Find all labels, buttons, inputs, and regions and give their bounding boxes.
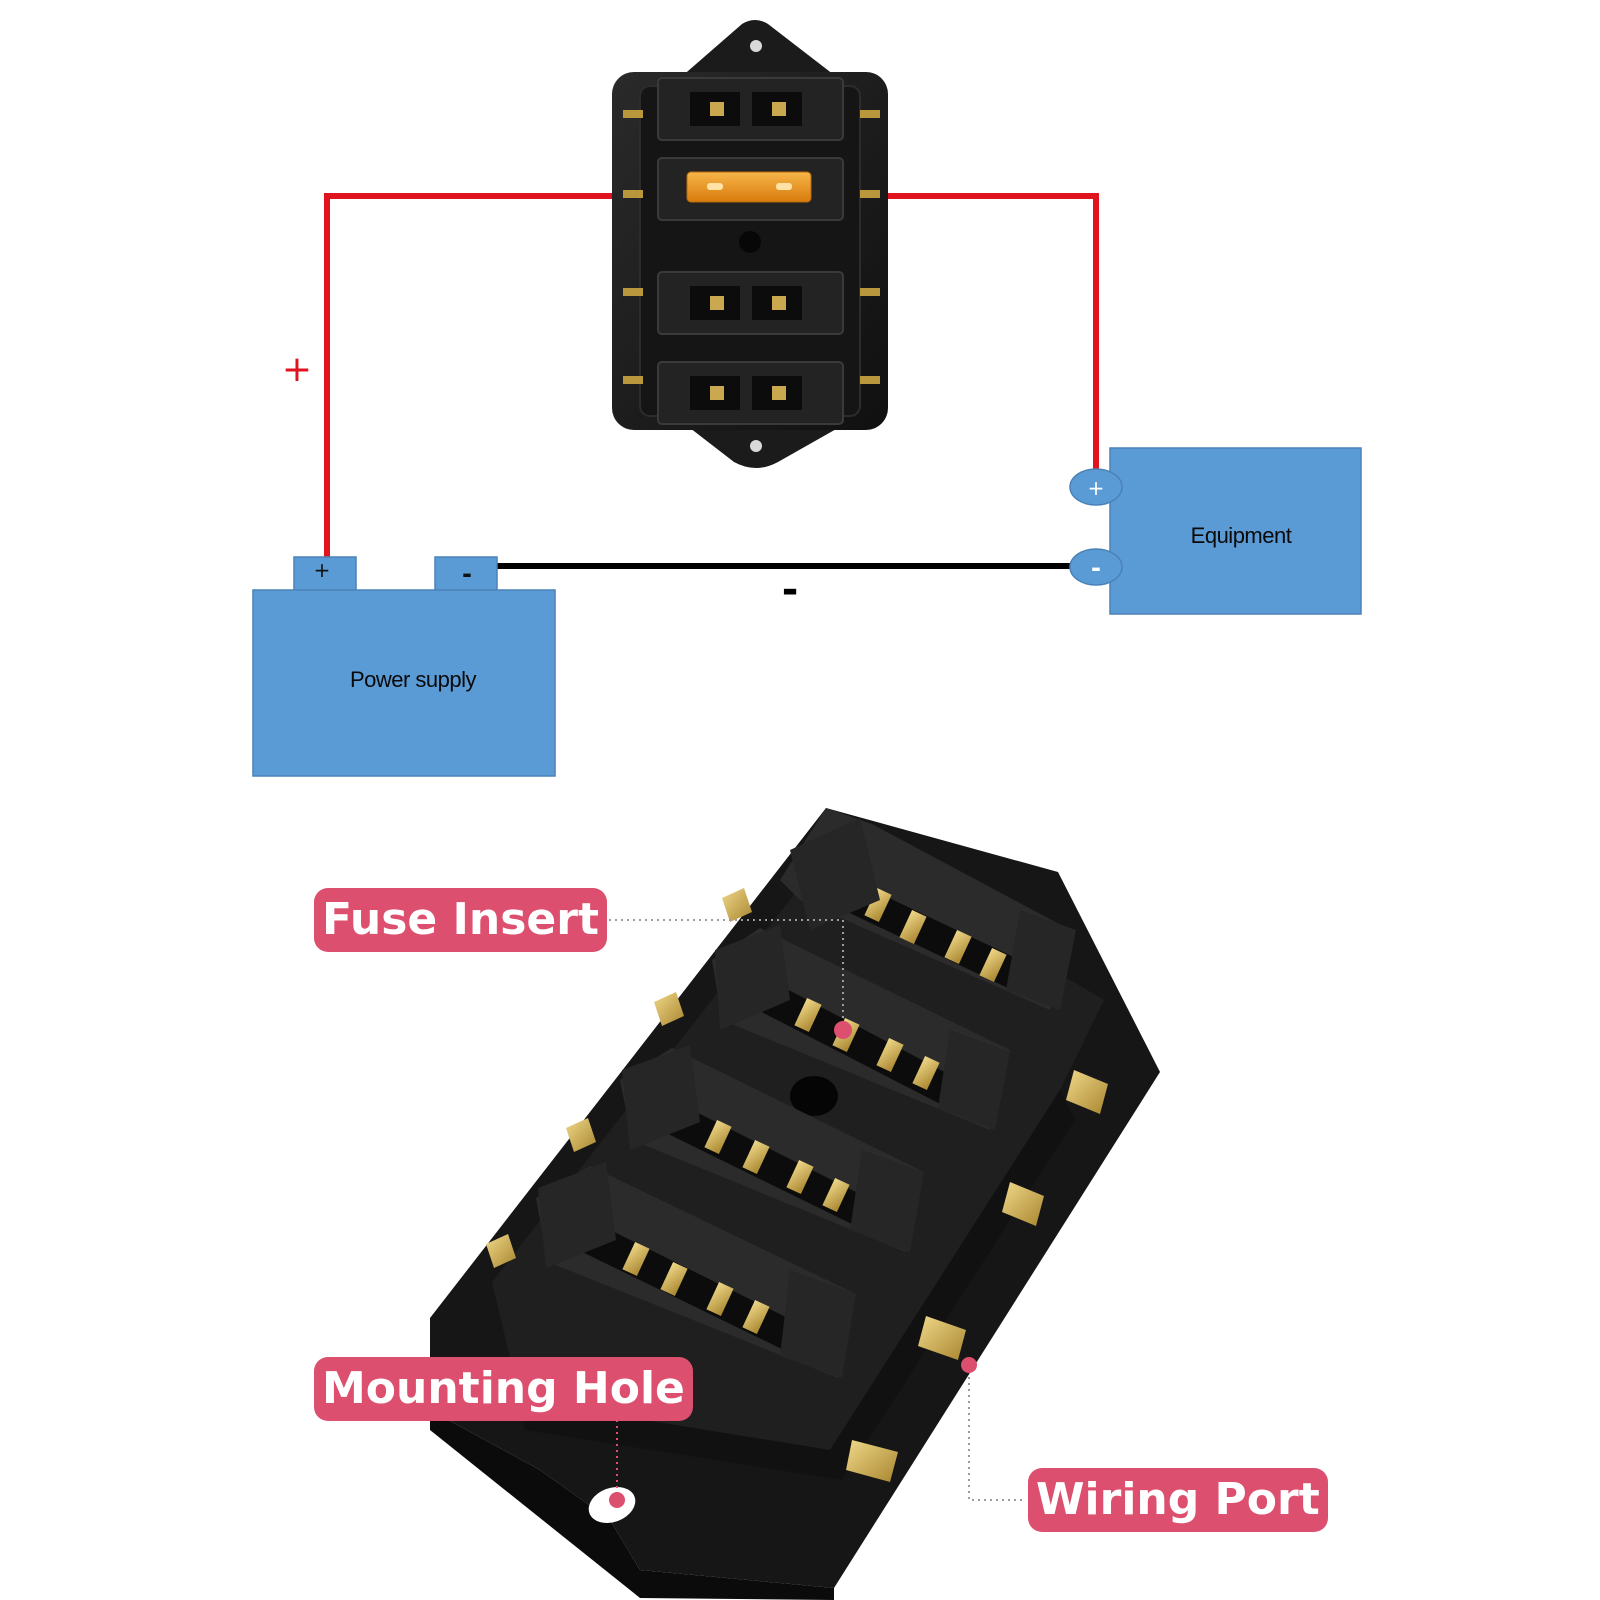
fuse-slot-2 (712, 925, 1010, 1130)
fuse-slot-1 (780, 808, 1076, 1010)
fuse-slot-4 (536, 1162, 856, 1378)
fuse-insert-leader (585, 919, 844, 1030)
wiring-terminals-right (846, 1070, 1108, 1482)
battery-plus-sign: + (314, 558, 331, 582)
power-supply-box (252, 589, 556, 777)
fuse-insert-marker (834, 1021, 852, 1039)
equipment-minus-terminal (1069, 548, 1123, 586)
callout-leaders (585, 919, 1024, 1501)
negative-wire-sign: - (782, 567, 799, 613)
equipment-minus-sign: - (1091, 554, 1101, 582)
wiring-port-callout: Wiring Port (1028, 1468, 1328, 1532)
fuse (686, 171, 812, 203)
mounting-hole-marker (609, 1492, 625, 1508)
mounting-hole-callout: Mounting Hole (314, 1357, 693, 1421)
positive-wire-right (852, 193, 1099, 470)
power-supply-label: Power supply (350, 667, 477, 692)
battery-minus-terminal (434, 556, 498, 592)
mounting-hole-bottom (750, 440, 762, 452)
equipment-label: Equipment (1191, 523, 1292, 548)
power-supply: + - Power supply (252, 556, 556, 777)
wiring-terminals-left (486, 888, 752, 1268)
equipment-box (1109, 447, 1362, 615)
battery-minus-sign: - (462, 560, 472, 588)
equipment-plus-terminal (1069, 468, 1123, 506)
mounting-hole-top (750, 40, 762, 52)
wiring-port-marker (961, 1357, 977, 1373)
battery-plus-terminal (293, 556, 357, 592)
positive-wire-sign: + (282, 349, 312, 390)
fuse-slot-3 (620, 1045, 924, 1252)
equipment: + - Equipment (1069, 447, 1362, 615)
positive-wire-left (324, 193, 638, 557)
equipment-plus-sign: + (1088, 476, 1105, 500)
fuse-block-top-view (612, 20, 888, 468)
fuse-insert-callout: Fuse Insert (314, 888, 607, 952)
wiring-port-leader (968, 1365, 1024, 1501)
